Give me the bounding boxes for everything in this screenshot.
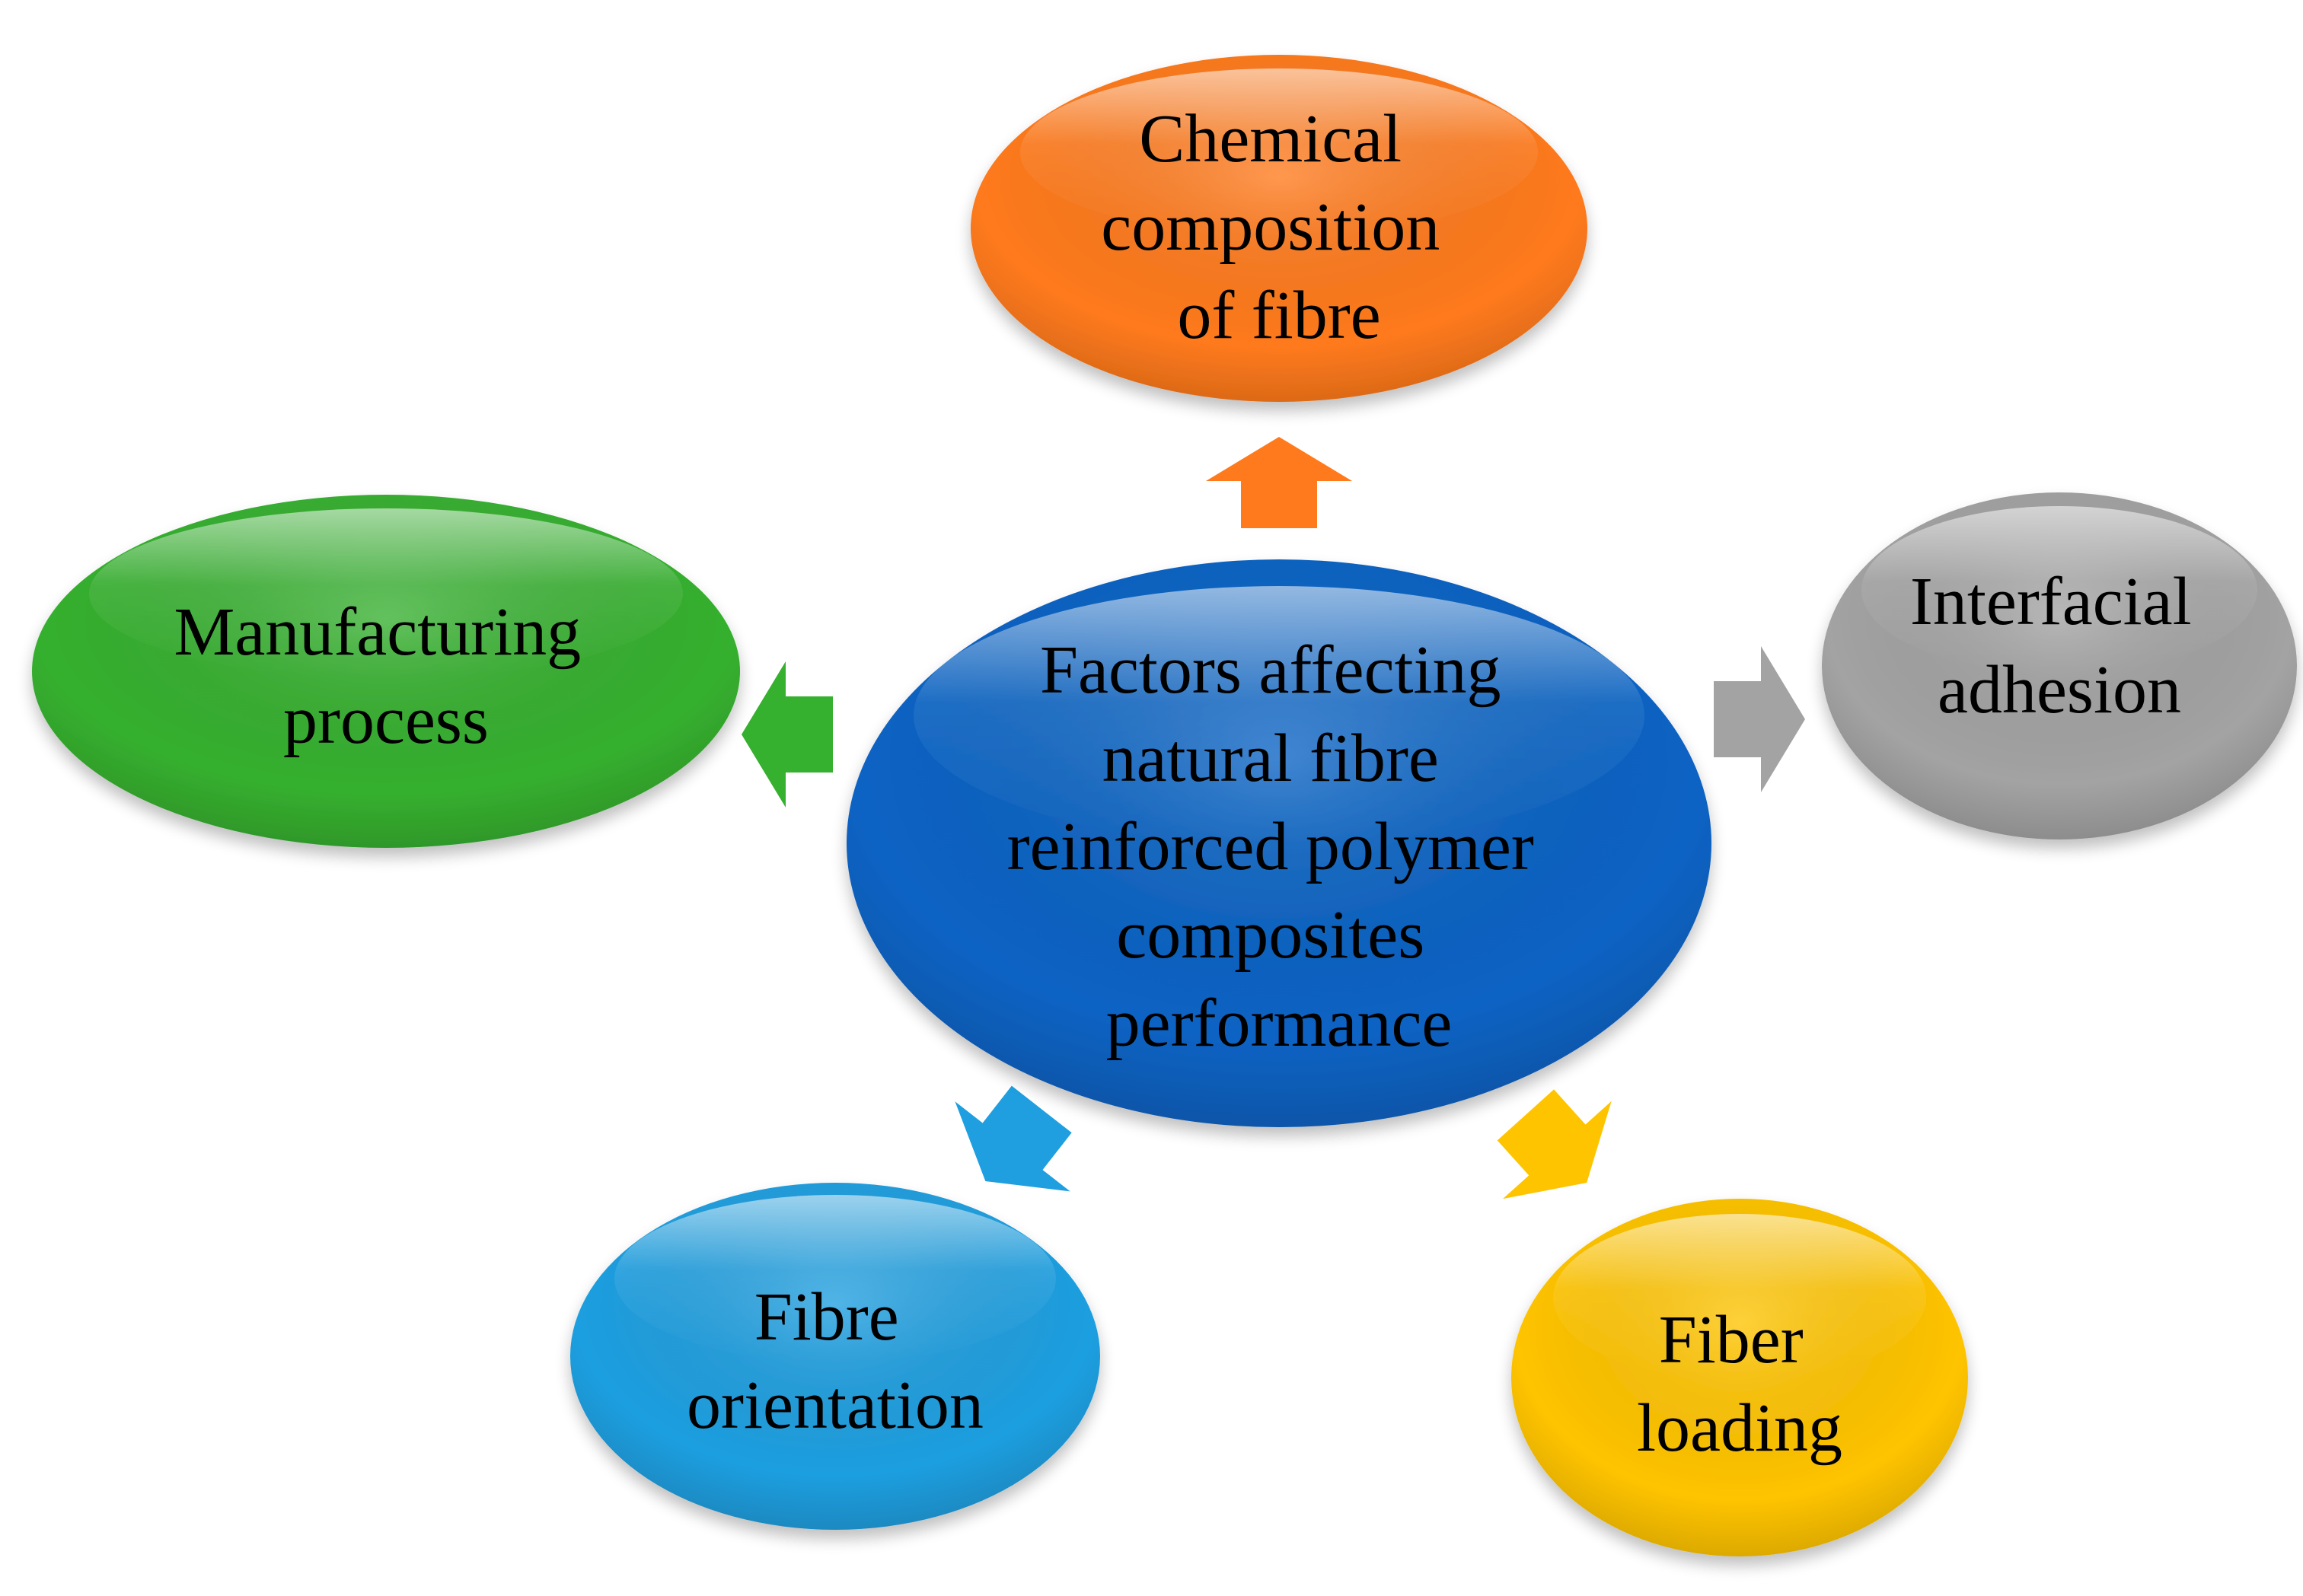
- center-label: Factors affecting natural fibre reinforc…: [1007, 632, 1552, 1061]
- node-manufacturing-process: [32, 495, 740, 848]
- node-fibre-orientation-label: Fibre orientation: [687, 1279, 984, 1443]
- node-interfacial-adhesion-label: Interfacial adhesion: [1910, 564, 2209, 728]
- arrow-up-chemical: [1206, 437, 1352, 528]
- arrow-left-manufacturing: [742, 661, 833, 808]
- node-interfacial-adhesion: [1822, 492, 2297, 839]
- node-manufacturing-process-label: Manufacturing process: [174, 594, 598, 758]
- arrow-down-left-fibre-orientation: [955, 1085, 1072, 1192]
- arrow-left-manufacturing-shape: [742, 661, 833, 808]
- arrow-right-interfacial-shape: [1714, 646, 1805, 792]
- node-fiber-loading: [1511, 1199, 1968, 1556]
- arrow-down-right-fiber-loading-shape: [1497, 1089, 1612, 1199]
- arrow-up-chemical-shape: [1206, 437, 1352, 528]
- node-chemical-composition: [971, 55, 1587, 402]
- node-center: [847, 559, 1711, 1127]
- arrow-down-right-fiber-loading: [1497, 1089, 1612, 1199]
- node-fibre-orientation: [570, 1183, 1100, 1530]
- arrow-down-left-fibre-orientation-shape: [955, 1085, 1072, 1192]
- node-chemical-composition-label: Chemical composition of fibre: [1101, 101, 1457, 353]
- arrow-right-interfacial: [1714, 646, 1805, 792]
- node-fiber-loading-label: Fiber loading: [1637, 1302, 1842, 1466]
